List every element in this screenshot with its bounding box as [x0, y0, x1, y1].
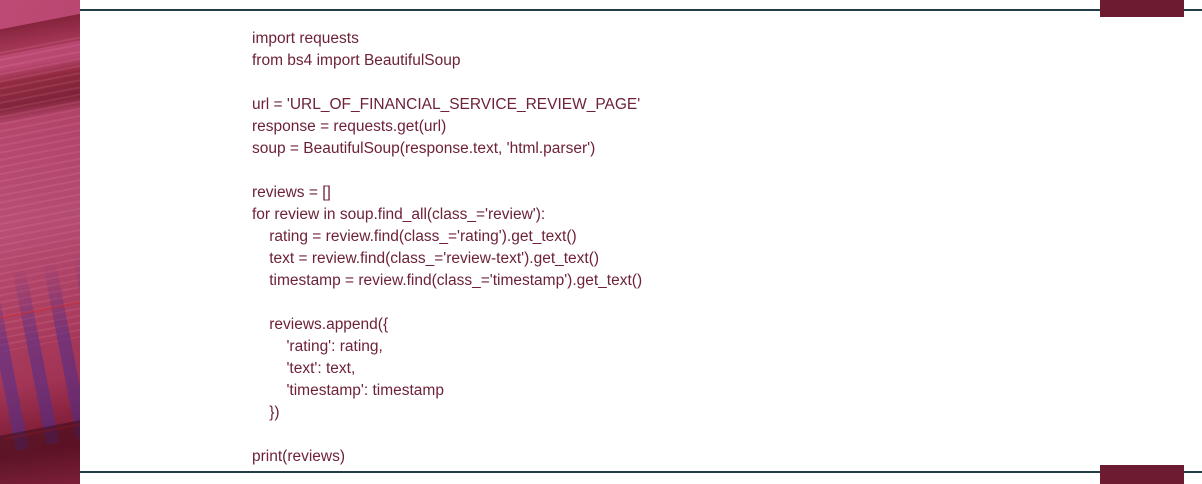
code-line: 'text': text, [252, 360, 356, 377]
code-line-blank [252, 424, 952, 446]
code-line-blank [252, 292, 952, 314]
code-line: for review in soup.find_all(class_='revi… [252, 206, 546, 223]
code-line: response = requests.get(url) [252, 118, 447, 135]
code-line: rating = review.find(class_='rating').ge… [252, 228, 577, 245]
top-right-accent-block [1100, 0, 1184, 17]
photo-grain-overlay [0, 0, 80, 484]
code-line: soup = BeautifulSoup(response.text, 'htm… [252, 140, 596, 157]
bottom-divider-rule [80, 471, 1202, 473]
code-line: import requests [252, 30, 359, 47]
code-line: 'timestamp': timestamp [252, 382, 444, 399]
code-line: }) [252, 404, 280, 421]
code-line-blank [252, 72, 952, 94]
code-line: 'rating': rating, [252, 338, 383, 355]
duotone-report-photo [0, 0, 80, 484]
code-line-blank [252, 160, 952, 182]
top-divider-rule [80, 9, 1202, 11]
code-line: timestamp = review.find(class_='timestam… [252, 272, 643, 289]
code-line: text = review.find(class_='review-text')… [252, 250, 600, 267]
bottom-right-accent-block [1100, 465, 1184, 484]
code-line: reviews = [] [252, 184, 331, 201]
code-line: print(reviews) [252, 448, 346, 465]
code-line: reviews.append({ [252, 316, 389, 333]
code-listing: import requests from bs4 import Beautiful… [252, 28, 952, 468]
code-line: from bs4 import BeautifulSoup [252, 52, 461, 69]
code-line: url = 'URL_OF_FINANCIAL_SERVICE_REVIEW_P… [252, 96, 641, 113]
